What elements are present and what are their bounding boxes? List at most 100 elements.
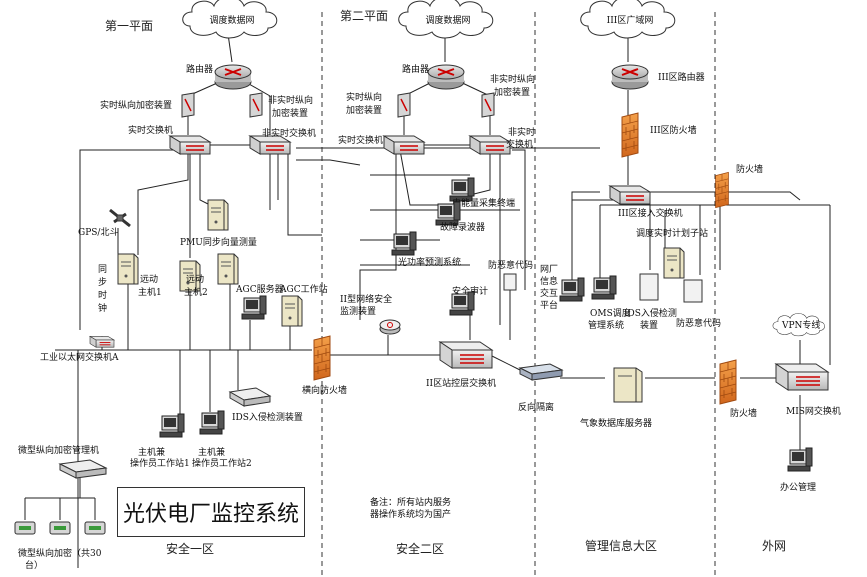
pmu-label: PMU同步向量测量 <box>180 236 257 248</box>
fw-out-bottom <box>719 359 737 405</box>
plan-station-server <box>663 247 685 279</box>
mis-switch-label: MIS网交换机 <box>786 405 841 417</box>
note: 备注：所有站内服务 器操作系统均为国产 <box>370 497 480 521</box>
nrt-encrypt-2-label-b: 加密装置 <box>494 86 530 98</box>
mis-switch <box>775 363 829 391</box>
router-2-label: 路由器 <box>402 63 429 75</box>
rt-encrypt-1 <box>181 92 195 118</box>
iii-router <box>611 64 649 90</box>
nrt-switch-2-label-b: 交换机 <box>506 138 533 150</box>
zone-4-label: 外网 <box>762 539 786 553</box>
ws2-label-a: 主机兼 <box>198 446 225 458</box>
weather-label: 气象数据库服务器 <box>580 417 652 429</box>
fault-rec-pc <box>435 201 461 226</box>
ws1-pc <box>159 413 185 438</box>
nrt-switch-1-label: 非实时交换机 <box>262 127 316 139</box>
rt-switch-2 <box>383 135 425 155</box>
nrt-encrypt-1-label-b: 加密装置 <box>272 107 308 119</box>
dispatch-cloud-2: 调度数据网 <box>398 0 494 39</box>
ids3-device <box>639 273 659 301</box>
nrt-encrypt-1 <box>249 92 263 118</box>
dispatch-cloud-1: 调度数据网 <box>182 0 278 39</box>
ws2-pc <box>199 410 225 435</box>
rt-switch-1-label: 实时交换机 <box>128 124 173 136</box>
nrt-encrypt-2 <box>481 92 495 118</box>
ind-switch <box>89 335 115 348</box>
fw-out-top <box>715 171 729 209</box>
note-line-2: 器操作系统均为国产 <box>370 510 452 520</box>
nrt-encrypt-1-label-a: 非实时纵向 <box>268 94 313 106</box>
gps-antenna <box>109 208 131 228</box>
zone-dividers <box>321 12 716 575</box>
sync-clock-1: 同 <box>98 264 107 275</box>
vpn-label: VPN专线 <box>781 319 820 331</box>
fault-rec-label: 故障录波器 <box>440 221 485 233</box>
micro-mgr-device <box>58 459 108 479</box>
agc-ws-server <box>281 295 303 327</box>
rt-encrypt-1-label: 实时纵向加密装置 <box>100 99 172 111</box>
connections <box>24 33 831 568</box>
pmu-server <box>207 199 229 231</box>
fw-out-bottom-label: 防火墙 <box>730 407 757 419</box>
anti-virus-label: 防恶意代码 <box>488 259 533 271</box>
info-label-b: 信息 <box>540 275 558 287</box>
ii-switch-label: II区站控层交换机 <box>426 377 496 389</box>
ws2-label-b: 操作员工作站2 <box>192 457 252 469</box>
host2-server <box>217 253 239 285</box>
sync-clock-3: 时 <box>98 289 107 301</box>
plan-station-label: 调度实时计划子站 <box>636 227 708 239</box>
nrt-switch-2-label-a: 非实时 <box>508 126 535 138</box>
iii-switch-label: III区接入交换机 <box>618 207 683 219</box>
micro-enc-1 <box>14 521 36 535</box>
iii-router-label: III区路由器 <box>658 71 705 83</box>
oms-label-a: OMS调度 <box>590 307 631 319</box>
iii-switch <box>609 185 651 205</box>
weather-server <box>613 367 643 403</box>
ii-monitor-label-a: II型网络安全 <box>340 293 392 305</box>
anti-virus3-label: 防恶意代码 <box>676 317 721 329</box>
cloud-label: III区广域网 <box>607 14 654 26</box>
fw-out-top-label: 防火墙 <box>736 163 763 175</box>
zone-2-label: 安全二区 <box>396 541 444 556</box>
sync-clock-2: 步 <box>98 277 107 288</box>
router-1 <box>214 64 252 90</box>
power-pred-pc <box>391 231 417 256</box>
rt-encrypt-2-label-a: 实时纵向 <box>346 91 382 103</box>
ws1-label-b: 操作员工作站1 <box>130 457 190 469</box>
ids1-device <box>228 387 272 407</box>
ii-monitor-label-b: 监测装置 <box>340 305 376 317</box>
plane-1-label: 第一平面 <box>105 19 153 33</box>
rt-switch-1 <box>169 135 211 155</box>
oms-label-b: 管理系统 <box>588 319 624 331</box>
reverse-iso-label: 反向隔离 <box>518 401 554 413</box>
agc-server-label: AGC服务器 <box>235 283 284 295</box>
plane-2-label: 第二平面 <box>340 9 388 23</box>
router-1-label: 路由器 <box>186 63 213 75</box>
iii-fw-label: III区防火墙 <box>650 124 697 136</box>
info-label-c: 交互 <box>540 287 558 299</box>
sync-clock-server <box>117 253 139 285</box>
system-title: 光伏电厂监控系统 <box>117 487 305 537</box>
info-label-d: 平台 <box>540 299 558 311</box>
anti-virus3-device <box>683 279 703 303</box>
zone-3-label: 管理信息大区 <box>585 538 657 553</box>
host2-label-b: 主机2 <box>184 286 208 298</box>
ids3-label-a: IDS入侵检测 <box>624 307 677 319</box>
micro-enc-3 <box>84 521 106 535</box>
micro-enc-label-b: 台） <box>25 559 43 571</box>
iii-fw <box>621 112 639 158</box>
nrt-switch-2 <box>469 135 511 155</box>
wan3-cloud: III区广域网 <box>580 0 676 39</box>
ids3-label-b: 装置 <box>640 319 658 331</box>
zone-1-label: 安全一区 <box>166 541 214 556</box>
micro-mgr-label: 微型纵向加密管理机 <box>18 444 99 456</box>
host1-label-b: 主机1 <box>138 286 162 298</box>
office-label: 办公管理 <box>780 481 816 493</box>
anti-virus-device <box>503 273 517 291</box>
power-pred-label: 光功率预测系统 <box>398 256 461 268</box>
note-line-1: 备注：所有站内服务 <box>370 498 452 508</box>
agc-ws-label: AGC工作站 <box>279 283 328 295</box>
h-firewall <box>313 335 331 381</box>
info-pc <box>559 277 585 302</box>
ii-switch <box>439 341 493 369</box>
